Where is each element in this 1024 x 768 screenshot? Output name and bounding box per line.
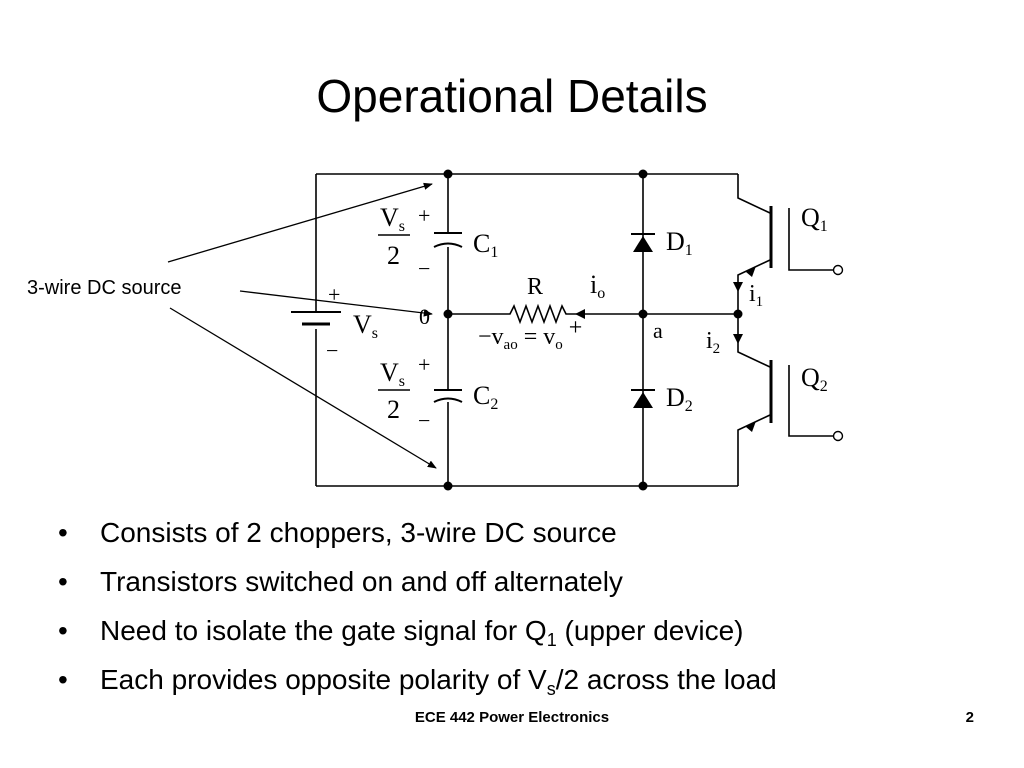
current-i1-label: i1	[749, 281, 763, 310]
upper-half-plus-label: +	[418, 203, 430, 228]
transistor-q1-label: Q1	[801, 203, 828, 235]
i2-arrow	[733, 334, 743, 344]
upper-half-minus-label: −	[418, 256, 430, 281]
diode-d1-symbol	[631, 233, 655, 252]
bullet-subscript: s	[546, 679, 556, 699]
current-i2-label: i2	[706, 328, 720, 357]
diode-d2-symbol	[631, 389, 655, 408]
capacitor-c2-label: C2	[473, 381, 498, 413]
i1-arrow	[733, 282, 743, 292]
upper-half-voltage-numerator: Vs	[380, 203, 405, 235]
capacitor-c1-label: C1	[473, 229, 498, 261]
bullet-dot: •	[58, 566, 68, 597]
bullet-subscript: 1	[546, 630, 557, 650]
bullet-text: Each provides opposite polarity of V	[100, 664, 547, 695]
footer-course-title: ECE 442 Power Electronics	[414, 709, 610, 726]
bullet-text-suffix: /2 across the load	[555, 664, 777, 695]
bullet-dot: •	[58, 664, 68, 695]
source-voltage-label: Vs	[353, 310, 378, 342]
node-a-label: a	[653, 318, 663, 343]
footer-page-number: 2	[965, 709, 974, 726]
bullet-text-suffix: (upper device)	[556, 615, 744, 646]
diode-d2-label: D2	[666, 383, 693, 415]
lower-half-plus-label: +	[418, 352, 430, 377]
lower-half-voltage-numerator: Vs	[380, 358, 405, 390]
slide-title: Operational Details	[316, 70, 708, 122]
io-arrow	[575, 309, 585, 319]
source-minus-label: −	[326, 338, 338, 363]
source-plus-label: +	[328, 282, 340, 307]
q1-gate-terminal	[832, 264, 844, 276]
output-voltage-label: −vao = vo+	[478, 315, 582, 353]
bullet-item: • Transistors switched on and off alterna…	[58, 557, 777, 606]
bullet-text: Transistors switched on and off alternat…	[100, 566, 623, 597]
q1-emitter-arrow	[746, 266, 756, 277]
callout-label: 3-wire DC source	[27, 277, 181, 299]
q2-emitter-arrow	[746, 421, 756, 432]
bullet-dot: •	[58, 517, 68, 548]
upper-half-voltage-denominator: 2	[387, 241, 400, 270]
half-bridge-inverter-diagram: 3-wire DC source + − Vs Vs 2 + − C1 Vs 2…	[27, 169, 844, 491]
circuit-wires	[291, 173, 834, 487]
lower-half-voltage-denominator: 2	[387, 395, 400, 424]
callout-arrows	[167, 182, 437, 469]
q2-gate-terminal	[832, 430, 844, 442]
bullet-text: Consists of 2 choppers, 3-wire DC source	[100, 517, 617, 548]
bullet-item: •Need to isolate the gate signal for Q1 …	[58, 606, 777, 655]
resistor-label: R	[527, 274, 543, 300]
transistor-q2-label: Q2	[801, 363, 828, 395]
bullet-text: Need to isolate the gate signal for Q	[100, 615, 547, 646]
bullet-item: • Each provides opposite polarity of Vs/2…	[58, 655, 777, 704]
bullet-item: • Consists of 2 choppers, 3-wire DC sourc…	[58, 508, 777, 557]
bullet-dot: •	[58, 615, 68, 646]
circuit-nodes	[443, 169, 743, 491]
node-zero-label: 0	[419, 304, 430, 329]
output-current-label: io	[590, 270, 605, 302]
diode-d1-label: D1	[666, 227, 693, 259]
lower-half-minus-label: −	[418, 408, 430, 433]
bullet-list: • Consists of 2 choppers, 3-wire DC sourc…	[58, 508, 777, 704]
